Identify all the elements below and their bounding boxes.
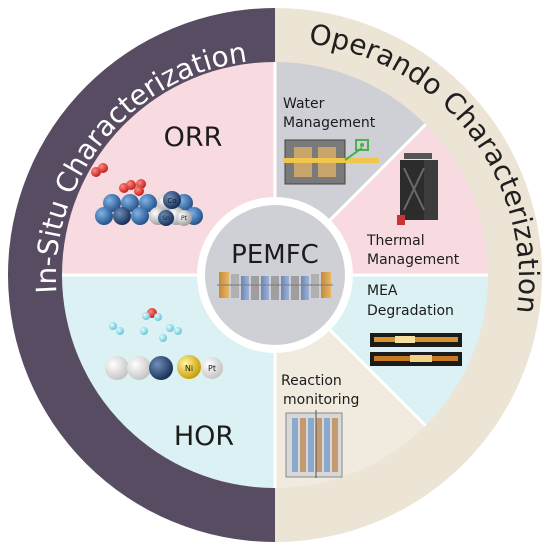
- atom-ni-label: Ni: [185, 364, 193, 373]
- hor-catalyst-illustration: [105, 308, 223, 380]
- orr-label: ORR: [164, 122, 223, 153]
- reaction-label-line2: monitoring: [283, 392, 359, 408]
- atom-pt-label: Pt: [181, 215, 188, 222]
- thermal-label-line1: Thermal: [366, 233, 425, 249]
- mea-degradation-images: [370, 333, 462, 366]
- thermal-stack-illustration: [397, 153, 438, 225]
- fuel-cell-stack-icon: [217, 272, 333, 300]
- atom-pt-label-hor: Pt: [208, 364, 216, 373]
- atom-sn-label: Sn: [162, 215, 170, 222]
- hor-label: HOR: [174, 421, 234, 452]
- reaction-monitoring-illustration: [285, 410, 343, 478]
- mea-label-line1: MEA: [367, 283, 398, 299]
- center-title: PEMFC: [231, 240, 319, 270]
- reaction-label-line1: Reaction: [281, 373, 342, 389]
- water-management-device-illustration: [283, 139, 379, 185]
- orr-catalyst-illustration: [91, 163, 203, 226]
- water-label-line2: Management: [283, 115, 376, 131]
- atom-co-label: Co: [167, 197, 176, 205]
- center-disk: [205, 205, 345, 345]
- mea-label-line2: Degradation: [367, 303, 454, 319]
- thermal-label-line2: Management: [367, 252, 460, 268]
- water-label-line1: Water: [283, 96, 325, 112]
